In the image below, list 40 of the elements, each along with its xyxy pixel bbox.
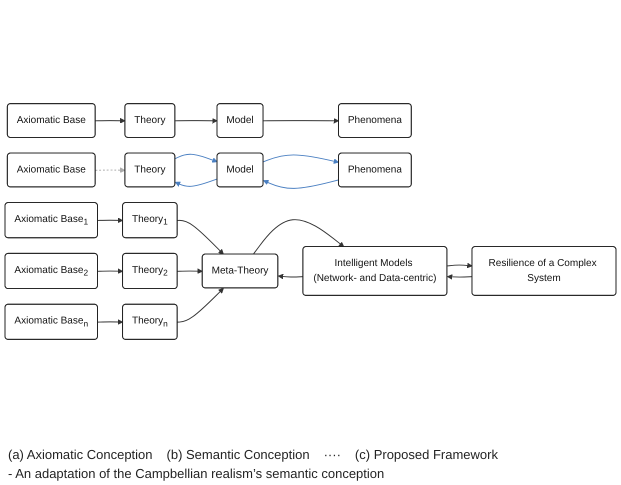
arrow <box>97 268 124 274</box>
process-box: Phenomena <box>338 103 412 138</box>
arrow <box>278 274 304 280</box>
process-box: Model <box>216 103 264 138</box>
process-box: Theory$_{1}$ <box>122 202 178 238</box>
process-box: Axiomatic Base$_{2}$ <box>4 252 98 290</box>
arrow <box>177 268 203 274</box>
arrow <box>263 179 340 189</box>
process-box: Axiomatic Base$_{1}$ <box>4 202 98 238</box>
process-box: Intelligent Models (Network- and Data-centric) <box>302 246 448 296</box>
process-box: Theory <box>124 152 176 188</box>
caption-text: ···· <box>324 447 341 462</box>
arrow <box>446 262 473 268</box>
arrow <box>174 154 218 163</box>
arrow <box>95 167 126 173</box>
arrow <box>446 274 473 280</box>
process-box: Phenomena <box>338 152 412 188</box>
arrow <box>252 219 344 255</box>
arrow <box>97 319 124 325</box>
process-box: Theory$_{2}$ <box>122 252 178 290</box>
arrow <box>262 118 340 124</box>
arrow <box>262 154 340 164</box>
caption-text: (b) Semantic Conception <box>166 447 310 462</box>
arrow <box>97 218 124 224</box>
process-box: Meta-Theory <box>202 254 278 288</box>
process-box: Model <box>216 152 264 188</box>
arrow <box>177 288 224 323</box>
arrow <box>174 118 218 124</box>
arrow <box>174 178 218 187</box>
arrow <box>95 118 126 124</box>
process-box: Resilience of a Complex System <box>471 246 616 296</box>
caption-text: (a) Axiomatic Conception <box>8 447 153 462</box>
process-box: Axiomatic Base <box>6 152 96 188</box>
caption-text: - An adaptation of the Campbellian realism’s semantic conception <box>8 466 384 481</box>
process-box: Theory$_{n}$ <box>122 304 178 340</box>
process-box: Axiomatic Base <box>6 103 96 138</box>
caption-text: (c) Proposed Framework <box>354 447 498 462</box>
arrow <box>177 220 224 255</box>
process-box: Theory <box>124 103 176 138</box>
process-box: Axiomatic Base$_{n}$ <box>4 304 98 340</box>
